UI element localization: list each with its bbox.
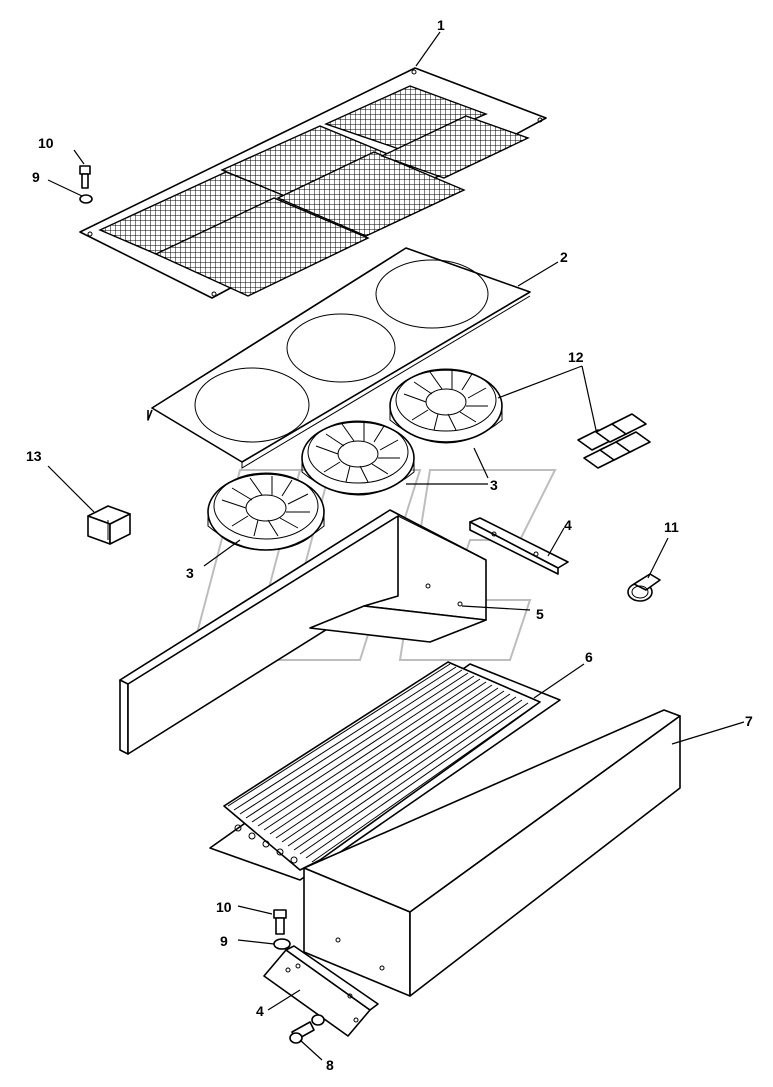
callout-9-lower: 9 [220, 933, 228, 949]
callout-4-upper: 4 [564, 517, 572, 533]
callout-11: 11 [664, 519, 679, 535]
callout-12: 12 [568, 349, 584, 365]
callout-9-upper: 9 [32, 169, 40, 185]
callout-labels: 1 2 3 3 4 4 5 6 7 8 9 9 10 10 11 12 13 [26, 17, 753, 1073]
callout-7: 7 [745, 713, 753, 729]
callout-5: 5 [536, 606, 544, 622]
connector-plug [627, 573, 661, 602]
callout-4-lower: 4 [256, 1003, 264, 1019]
grille-panel [79, 67, 547, 299]
cooling-fins [227, 663, 535, 863]
callout-13: 13 [26, 448, 42, 464]
callout-6: 6 [585, 649, 593, 665]
leader-lines [47, 31, 745, 1061]
screw-upper [79, 165, 93, 204]
callout-3-left: 3 [186, 565, 194, 581]
mounting-clips [577, 413, 651, 469]
callout-3-right: 3 [490, 477, 498, 493]
callout-10-upper: 10 [38, 135, 54, 151]
fan-middle [301, 420, 415, 496]
fan-right [389, 368, 503, 444]
callout-2: 2 [560, 249, 568, 265]
relay-module [87, 505, 131, 545]
callout-10-lower: 10 [216, 899, 232, 915]
fan-mounting-plate [147, 247, 531, 469]
callout-8: 8 [326, 1057, 334, 1073]
heat-exchanger-core [209, 661, 561, 881]
fan-left [207, 472, 325, 551]
enclosure-box [303, 709, 681, 997]
side-housing [119, 509, 487, 755]
bolt-bottom [289, 1014, 325, 1044]
screw-lower [273, 909, 291, 950]
angle-bracket-upper [469, 517, 569, 575]
callout-1: 1 [437, 17, 445, 33]
